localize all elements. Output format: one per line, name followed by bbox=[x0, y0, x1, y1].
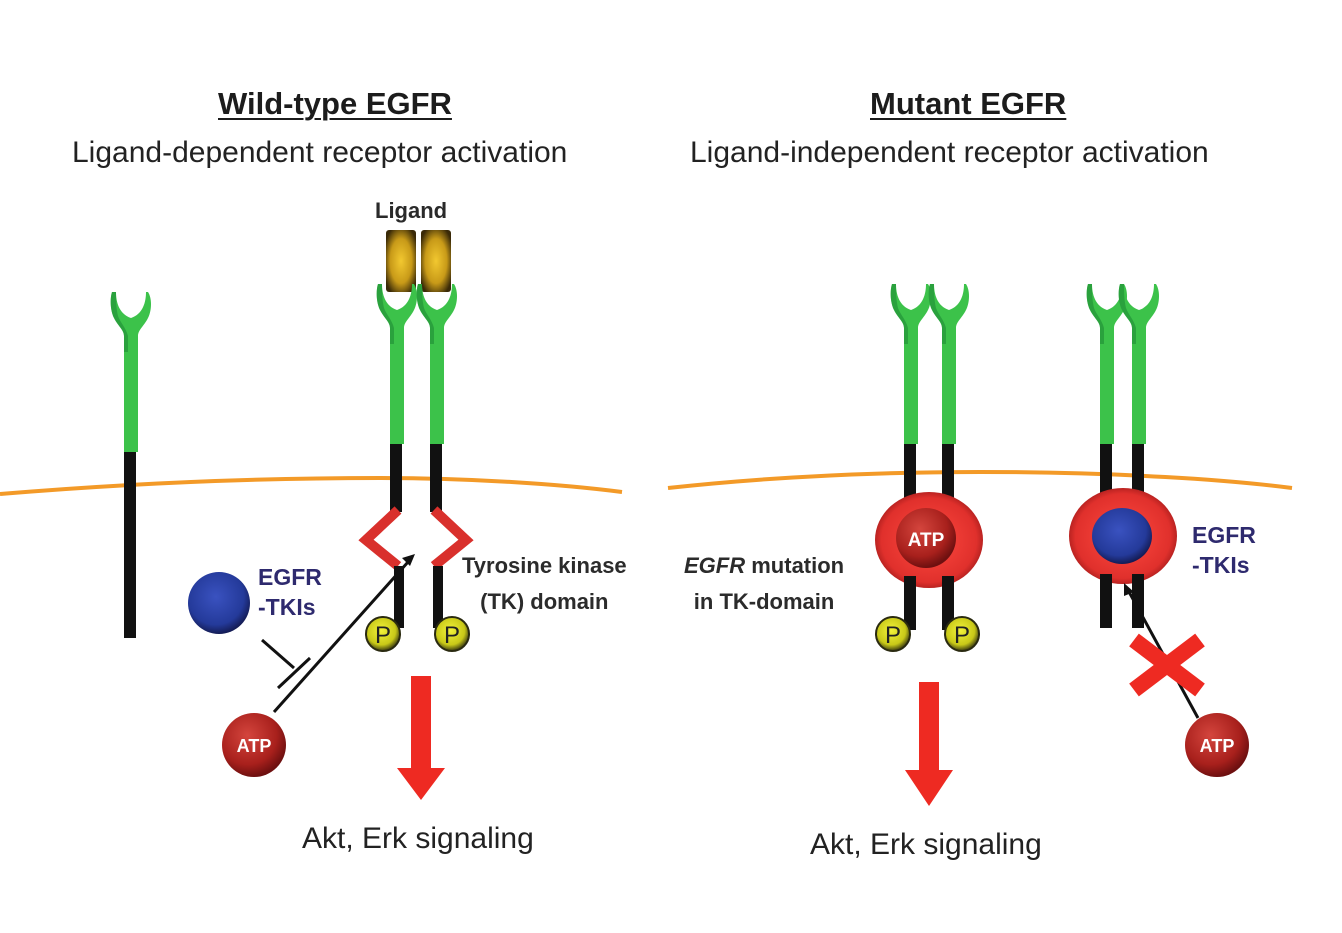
ligand-label: Ligand bbox=[375, 198, 448, 223]
right-panel-title: Mutant EGFR bbox=[870, 86, 1067, 121]
mutation-label-rest: mutation bbox=[745, 553, 845, 578]
egfr-dimer-wildtype bbox=[358, 284, 474, 628]
phosphate-left-1: P bbox=[365, 616, 401, 652]
ligand-block bbox=[386, 230, 416, 292]
atp-label: ATP bbox=[237, 736, 272, 756]
inhibition-line bbox=[261, 638, 295, 670]
left-panel-title: Wild-type EGFR bbox=[218, 86, 452, 121]
egfr-dimer-mutant-inhibited bbox=[1069, 284, 1177, 628]
tki-label-line1: EGFR bbox=[1192, 522, 1256, 548]
tk-label-line1: Tyrosine kinase bbox=[462, 553, 627, 578]
phospho-label: P bbox=[954, 622, 970, 649]
atp-label: ATP bbox=[1200, 736, 1235, 756]
tki-label-line2: -TKIs bbox=[1192, 552, 1250, 578]
phosphate-right-1: P bbox=[875, 616, 911, 652]
phospho-label: P bbox=[885, 622, 901, 649]
mutation-label-line2: in TK-domain bbox=[693, 589, 835, 614]
phospho-label: P bbox=[375, 622, 391, 649]
arrowhead-icon bbox=[1124, 583, 1134, 596]
ligand-block bbox=[421, 230, 451, 292]
right-panel-subtitle: Ligand-independent receptor activation bbox=[690, 136, 1209, 169]
left-panel-subtitle: Ligand-dependent receptor activation bbox=[72, 136, 568, 169]
cell-membrane-left bbox=[0, 475, 623, 496]
mutation-label: EGFR mutation in TK-domain bbox=[684, 548, 844, 620]
phosphate-left-2: P bbox=[434, 616, 470, 652]
tki-label-right: EGFR -TKIs bbox=[1192, 520, 1256, 580]
tki-label-line1: EGFR bbox=[258, 564, 322, 590]
block-x-icon bbox=[1129, 633, 1205, 697]
tki-molecule-left bbox=[188, 572, 250, 634]
atp-bound: ATP bbox=[896, 508, 956, 568]
signal-label-left: Akt, Erk signaling bbox=[302, 822, 534, 855]
tk-domain-left bbox=[358, 506, 402, 570]
tki-label-left: EGFR -TKIs bbox=[258, 562, 322, 622]
egfr-monomer bbox=[110, 292, 151, 638]
arrowhead-icon bbox=[402, 554, 415, 566]
mutation-label-gene: EGFR bbox=[684, 553, 746, 578]
atp-label: ATP bbox=[908, 530, 945, 551]
phosphate-right-2: P bbox=[944, 616, 980, 652]
phospho-label: P bbox=[444, 622, 460, 649]
tki-molecule-bound bbox=[1092, 508, 1152, 564]
signal-label-right: Akt, Erk signaling bbox=[810, 828, 1042, 861]
tk-label-line2: (TK) domain bbox=[480, 589, 609, 614]
signal-arrow-right bbox=[905, 682, 953, 806]
tki-label-line2: -TKIs bbox=[258, 594, 316, 620]
ligand-pair bbox=[386, 230, 451, 292]
signal-arrow-left bbox=[397, 676, 445, 800]
inhibition-bar bbox=[276, 656, 312, 690]
cell-membrane-right bbox=[667, 469, 1293, 490]
atp-molecule-left: ATP bbox=[222, 713, 286, 777]
atp-molecule-right: ATP bbox=[1185, 713, 1249, 777]
egfr-dimer-mutant-active: ATP bbox=[875, 284, 983, 630]
atp-binding-arrow bbox=[272, 561, 410, 713]
tk-domain-right bbox=[430, 506, 474, 570]
tk-domain-label: Tyrosine kinase (TK) domain bbox=[462, 548, 627, 620]
